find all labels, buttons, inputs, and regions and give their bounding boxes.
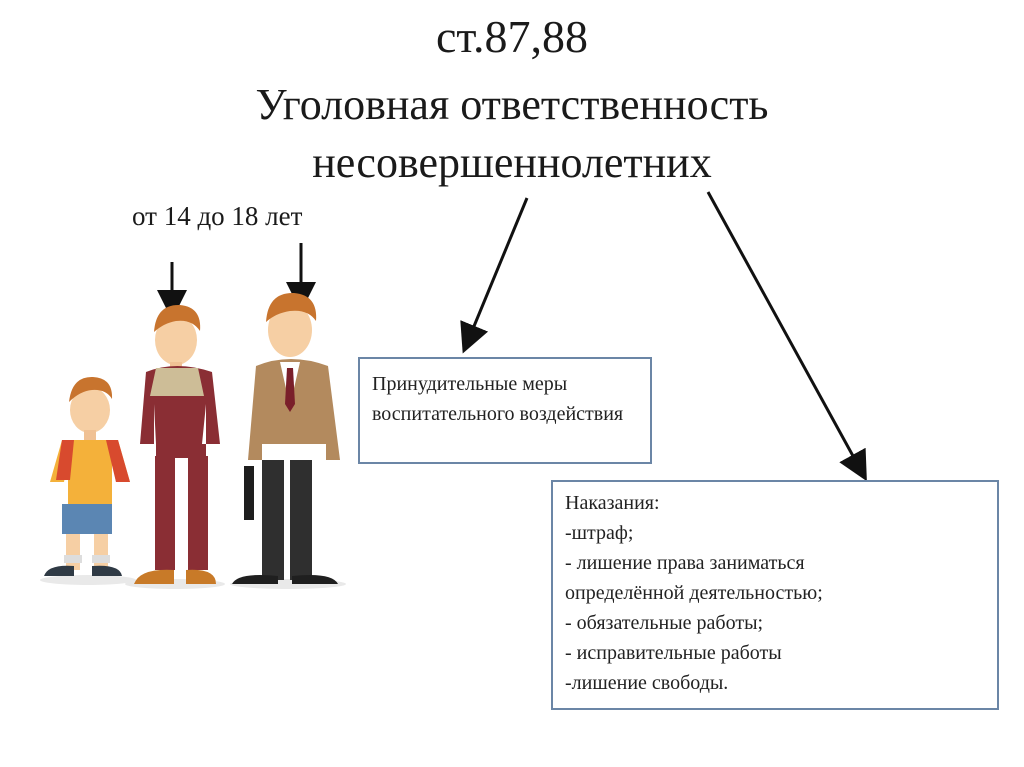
adult-figure [232,292,340,584]
age-range-label: от 14 до 18 лет [132,201,303,231]
slide-title: Уголовная ответственность несовершенноле… [255,80,769,187]
teen-figure [134,304,220,584]
arrow-to-measures [460,197,529,354]
punishments-box: Наказания: -штраф; - лишение права заним… [551,480,999,710]
list-item: определённой деятельностью; [565,582,823,604]
article-number: ст.87,88 [435,11,589,62]
punishments-heading: Наказания: [565,492,660,514]
measures-text: Принудительные меры воспитательного возд… [372,373,624,425]
list-item: -лишение свободы. [565,672,729,694]
list-item: - лишение права заниматься [565,552,805,574]
list-item: -штраф; [565,522,634,544]
measures-box: Принудительные меры воспитательного возд… [358,357,652,464]
list-item: - обязательные работы; [565,612,764,634]
arrow-to-punishments [706,191,867,482]
child-figure [44,376,130,576]
list-item: - исправительные работы [565,642,782,664]
